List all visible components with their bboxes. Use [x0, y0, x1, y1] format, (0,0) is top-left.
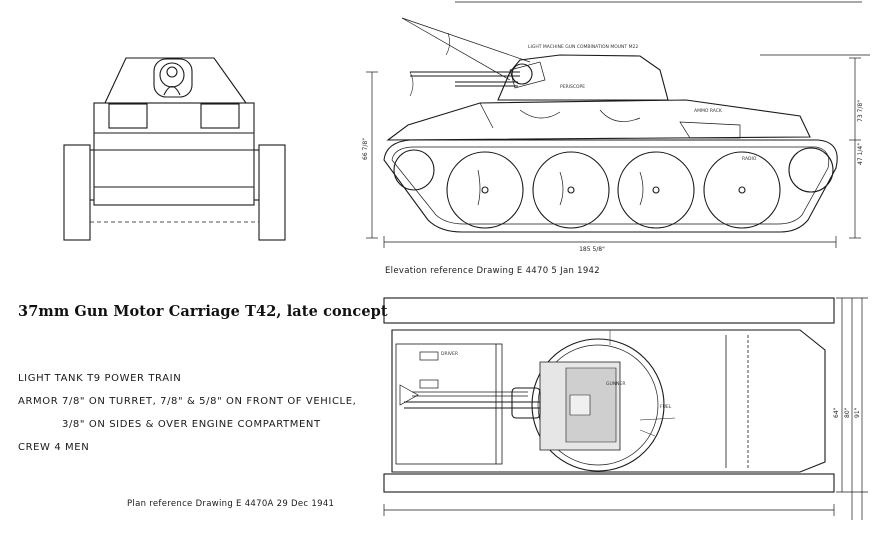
driver-annotation: DRIVER: [441, 351, 458, 357]
plan-reference: Plan reference Drawing E 4470A 29 Dec 19…: [127, 499, 335, 509]
radio-annotation: RADIO: [742, 156, 757, 162]
mg-annotation: LIGHT MACHINE GUN COMBINATION MOUNT M22: [528, 44, 638, 50]
elevation-height-label: 66 7/8": [362, 138, 369, 160]
spec-armor-front: ARMOR 7/8" ON TURRET, 7/8" & 5/8" ON FRO…: [18, 396, 357, 407]
overall-length-label: 185 5/8": [579, 246, 605, 253]
spec-power-train: LIGHT TANK T9 POWER TRAIN: [18, 373, 182, 384]
front-view: [63, 57, 286, 241]
spec-crew: CREW 4 MEN: [18, 442, 90, 453]
fuel-annotation: FUEL: [660, 404, 672, 410]
elevation-reference: Elevation reference Drawing E 4470 5 Jan…: [385, 266, 600, 276]
plan-width-mid-label: 80": [844, 407, 851, 418]
plan-width-outer-label: 91": [854, 407, 861, 418]
elevation-view: [366, 1, 870, 248]
ammo-rack-annotation: AMMO RACK: [694, 108, 723, 114]
drawing-title: 37mm Gun Motor Carriage T42, late concep…: [18, 303, 388, 320]
gunner-annotation: GUNNER: [606, 381, 625, 387]
plan-view: [383, 297, 868, 520]
plan-width-inner-label: 64": [833, 407, 840, 418]
hull-height-label: 73 7/8": [857, 100, 864, 122]
periscope-annotation: PERISCOPE: [560, 84, 585, 90]
hull-lower-label: 47 1/4": [857, 143, 864, 165]
spec-armor-sides: 3/8" ON SIDES & OVER ENGINE COMPARTMENT: [62, 419, 321, 430]
